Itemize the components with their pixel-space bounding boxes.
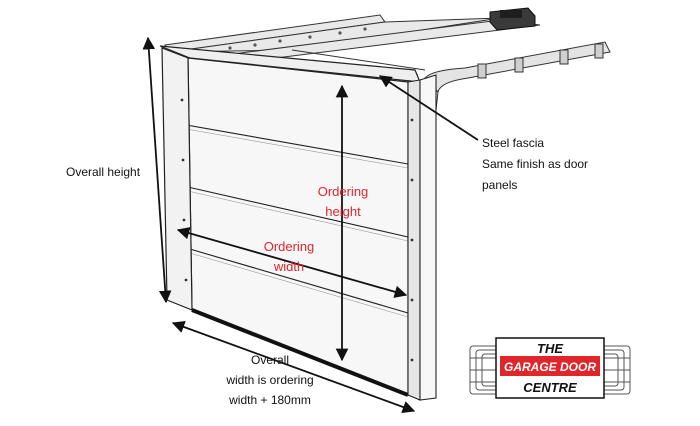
side-track: [424, 41, 611, 113]
left-jamb: [161, 47, 193, 311]
track-bolts: [228, 27, 367, 50]
overall-width-label-1: Overall: [250, 353, 289, 367]
garage-door-centre-logo: THE GARAGE DOOR CENTRE: [469, 337, 631, 399]
opener-motor: [489, 7, 536, 31]
fascia-label-3: panels: [482, 178, 518, 192]
logo-line1: THE: [537, 341, 563, 356]
ordering-height-label-2: height: [325, 204, 361, 219]
overall-height-arrow: [142, 36, 172, 304]
track-brackets: [477, 43, 604, 79]
ordering-width-arrow: [176, 227, 408, 298]
overall-height-label: Overall height: [66, 165, 141, 179]
fascia-label-1: Steel fascia: [482, 136, 545, 150]
fascia-label-2: Same finish as door: [482, 157, 589, 171]
overall-width-label-3: width + 180mm: [229, 393, 311, 407]
ordering-height-label-1: Ordering: [317, 184, 369, 199]
overall-width-arrow: [171, 320, 416, 414]
dimension-arrows: [142, 36, 479, 414]
overall-width-label-2: width is ordering: [226, 373, 314, 387]
logo-line2: GARAGE DOOR: [504, 360, 596, 374]
right-jamb: [407, 74, 437, 401]
fascia-leader: [378, 75, 479, 141]
top-rails: [164, 14, 541, 76]
logo-line3: CENTRE: [523, 380, 577, 395]
ordering-width-label-1: Ordering: [263, 239, 315, 254]
ordering-width-label-2: width: [273, 259, 305, 274]
door-panel: [174, 57, 409, 397]
